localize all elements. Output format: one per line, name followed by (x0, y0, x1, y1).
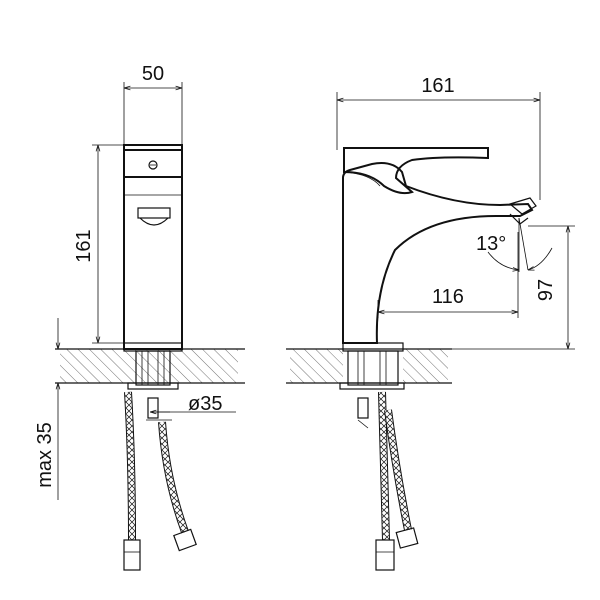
spout-height-label: 97 (535, 279, 557, 301)
spout-angle-label: 13° (476, 233, 506, 255)
hole-diameter-label: ø35 (188, 393, 222, 415)
max-thickness-label: max 35 (34, 422, 56, 488)
front-view: 50 161 max 35 ø35 (34, 63, 245, 571)
dim-max-thickness: max 35 (34, 318, 58, 500)
spout-reach-label: 116 (432, 286, 464, 308)
dim-hole-diameter: ø35 (150, 393, 236, 415)
side-mounting-hoses (339, 350, 419, 571)
dim-spout-height: 97 (405, 225, 575, 350)
side-counter-slab (286, 348, 452, 384)
front-mounting-hoses (123, 350, 197, 571)
front-width-label: 50 (142, 63, 164, 85)
dim-spout-angle: 13° (476, 217, 553, 272)
dim-front-width: 50 (123, 63, 183, 145)
front-counter-slab (55, 348, 245, 384)
dim-front-height: 161 (73, 144, 124, 344)
dim-side-length: 161 (336, 75, 541, 200)
front-faucet-body (123, 144, 183, 352)
side-length-label: 161 (421, 75, 454, 97)
dim-spout-reach: 116 (377, 232, 519, 318)
front-height-label: 161 (73, 229, 95, 262)
side-view: 161 116 97 13° (286, 75, 575, 571)
side-faucet-body (342, 147, 537, 352)
